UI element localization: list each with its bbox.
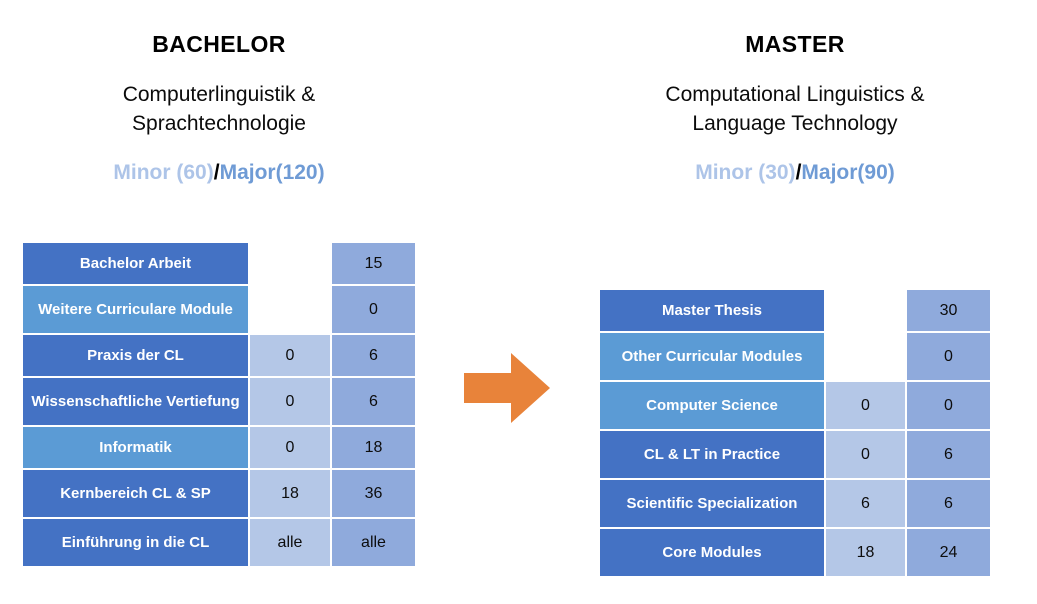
- major-credits-cell: 30: [907, 290, 990, 331]
- bachelor-program-name: Computerlinguistik &Sprachtechnologie: [122, 83, 316, 135]
- master-degree-title: MASTER: [745, 31, 845, 57]
- minor-credits-cell: 0: [250, 335, 330, 376]
- master-tracks: Minor (30)/Major(90): [600, 160, 990, 186]
- module-label-cell: Informatik: [23, 427, 248, 468]
- minor-credits-cell-empty: [826, 333, 905, 380]
- module-label-cell: Kernbereich CL & SP: [23, 470, 248, 517]
- major-credits-cell: alle: [332, 519, 415, 566]
- master-major-label: Major(90): [801, 161, 895, 184]
- bachelor-tracks: Minor (60)/Major(120): [23, 160, 415, 186]
- major-credits-cell: 15: [332, 243, 415, 284]
- module-label-cell: CL & LT in Practice: [600, 431, 824, 478]
- module-label-cell: Computer Science: [600, 382, 824, 429]
- module-label-cell: Scientific Specialization: [600, 480, 824, 527]
- master-panel-header: MASTER Computational Linguistics &Langua…: [600, 30, 990, 186]
- major-credits-cell: 6: [332, 378, 415, 425]
- minor-credits-cell: alle: [250, 519, 330, 566]
- minor-credits-cell-empty: [826, 290, 905, 331]
- minor-credits-cell: 18: [826, 529, 905, 576]
- module-label-cell: Einführung in die CL: [23, 519, 248, 566]
- minor-credits-cell: 6: [826, 480, 905, 527]
- module-label-cell: Master Thesis: [600, 290, 824, 331]
- module-label-cell: Praxis der CL: [23, 335, 248, 376]
- minor-credits-cell: 18: [250, 470, 330, 517]
- master-tracks-separator: /: [795, 161, 802, 184]
- master-minor-label: Minor (30): [695, 161, 796, 184]
- minor-credits-cell: 0: [250, 378, 330, 425]
- minor-credits-cell: 0: [826, 382, 905, 429]
- module-label-cell: Wissenschaftliche Vertiefung: [23, 378, 248, 425]
- bachelor-tracks-separator: /: [213, 161, 220, 184]
- minor-credits-cell: 0: [250, 427, 330, 468]
- major-credits-cell: 18: [332, 427, 415, 468]
- master-program-name: Computational Linguistics &Language Tech…: [665, 83, 925, 135]
- module-label-cell: Other Curricular Modules: [600, 333, 824, 380]
- table-row: Bachelor Arbeit 15: [23, 243, 415, 284]
- minor-credits-cell-empty: [250, 243, 330, 284]
- major-credits-cell: 6: [907, 431, 990, 478]
- bachelor-degree-title: BACHELOR: [152, 31, 286, 57]
- module-label-cell: Core Modules: [600, 529, 824, 576]
- module-label-cell: Bachelor Arbeit: [23, 243, 248, 284]
- minor-credits-cell: 0: [826, 431, 905, 478]
- major-credits-cell: 0: [332, 286, 415, 333]
- major-credits-cell: 6: [907, 480, 990, 527]
- minor-credits-cell-empty: [250, 286, 330, 333]
- major-credits-cell: 36: [332, 470, 415, 517]
- major-credits-cell: 0: [907, 382, 990, 429]
- bachelor-panel-header: BACHELOR Computerlinguistik &Sprachtechn…: [23, 30, 415, 186]
- table-row: Other Curricular Modules 0: [600, 333, 990, 380]
- major-credits-cell: 0: [907, 333, 990, 380]
- major-credits-cell: 24: [907, 529, 990, 576]
- bachelor-minor-label: Minor (60): [113, 161, 214, 184]
- table-row: Weitere Curriculare Module 0: [23, 286, 415, 333]
- right-arrow-icon: [464, 353, 550, 423]
- module-label-cell: Weitere Curriculare Module: [23, 286, 248, 333]
- table-row: Master Thesis 30: [600, 290, 990, 331]
- bachelor-major-label: Major(120): [219, 161, 325, 184]
- major-credits-cell: 6: [332, 335, 415, 376]
